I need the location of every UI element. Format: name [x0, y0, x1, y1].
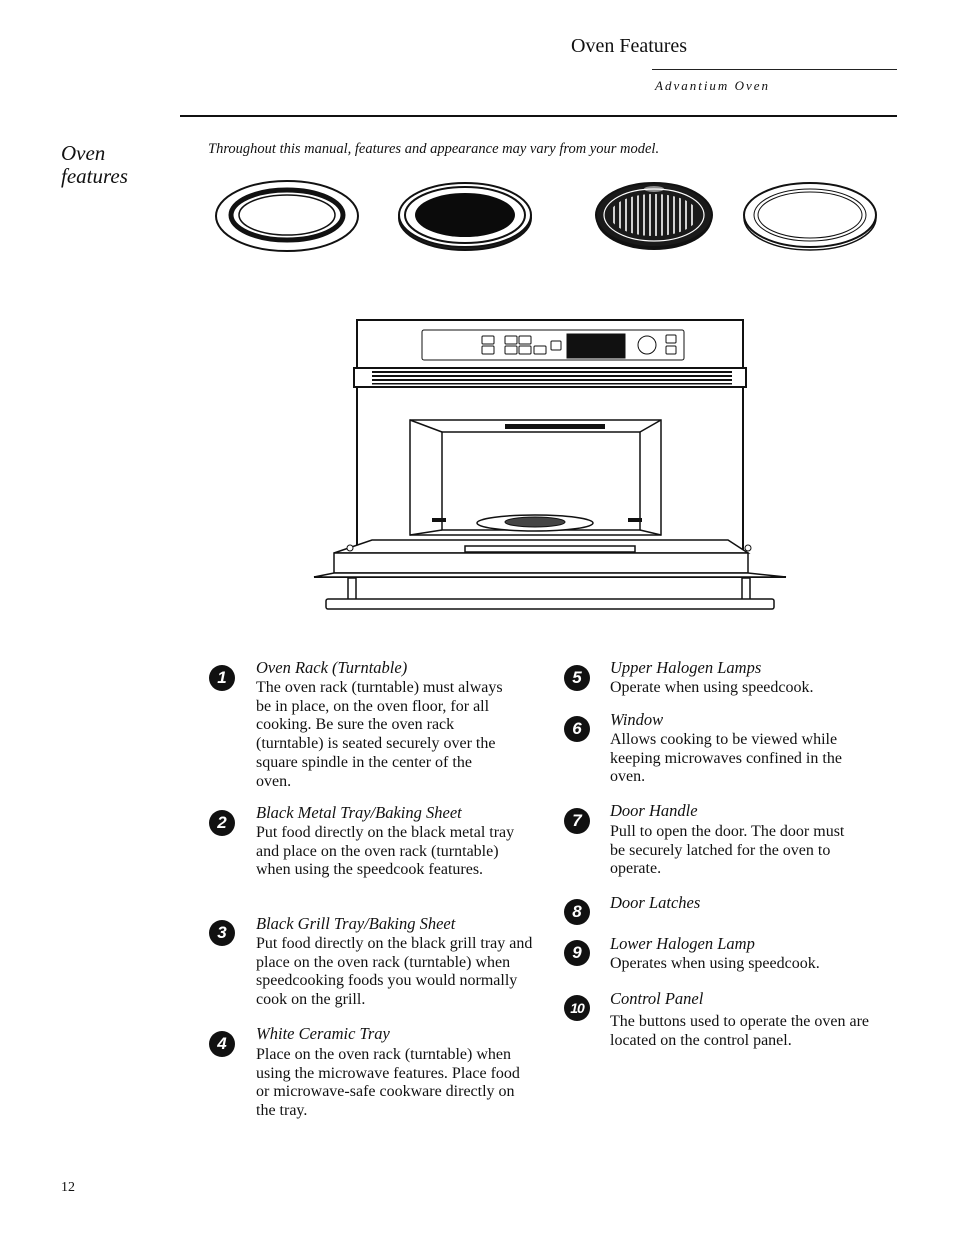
feature-title-door-handle: Door Handle [610, 801, 698, 820]
section-rule [180, 115, 897, 117]
feature-number-2: 2 [209, 810, 235, 836]
advantium-oven-diagram [313, 319, 787, 610]
feature-number-5: 5 [564, 665, 590, 691]
black-grill-tray-illustration [595, 182, 713, 250]
page-header-title: Oven Features [571, 35, 688, 57]
black-metal-tray-illustration [398, 182, 532, 251]
feature-title-door-latches: Door Latches [610, 893, 701, 912]
door-latch-left [346, 544, 354, 552]
oven-rack-turntable-illustration [215, 180, 359, 252]
feature-body-black-metal-tray: Put food directly on the black metal tra… [256, 824, 515, 879]
feature-body-oven-rack: The oven rack (turntable) must always be… [256, 679, 503, 790]
feature-title-oven-rack: Oven Rack (Turntable) [256, 658, 408, 677]
feature-title-upper-halogen-lamps: Upper Halogen Lamps [610, 658, 762, 677]
feature-title-lower-halogen-lamp: Lower Halogen Lamp [610, 934, 755, 953]
control-panel [421, 329, 685, 361]
feature-title-black-grill-tray: Black Grill Tray/Baking Sheet [256, 914, 456, 933]
feature-title-white-ceramic-tray: White Ceramic Tray [256, 1024, 390, 1043]
door-handle [325, 577, 775, 610]
feature-number-7: 7 [564, 808, 590, 834]
feature-body-window: Allows cooking to be viewed while keepin… [610, 731, 842, 786]
feature-number-6: 6 [564, 716, 590, 742]
white-ceramic-tray-illustration [743, 182, 877, 251]
feature-body-upper-halogen-lamps: Operate when using speedcook. [610, 679, 814, 696]
feature-number-8: 8 [564, 899, 590, 925]
intro-note: Throughout this manual, features and app… [208, 141, 660, 157]
feature-body-black-grill-tray: Put food directly on the black grill tra… [256, 935, 533, 1009]
feature-number-10: 10 [564, 995, 590, 1021]
feature-title-control-panel: Control Panel [610, 989, 704, 1008]
header-rule [652, 69, 897, 70]
feature-body-lower-halogen-lamp: Operates when using speedcook. [610, 955, 820, 972]
feature-number-4: 4 [209, 1031, 235, 1057]
upper-halogen-lamps [505, 424, 605, 429]
page-number: 12 [61, 1180, 75, 1195]
feature-body-door-handle: Pull to open the door. The door must be … [610, 823, 845, 878]
feature-body-white-ceramic-tray: Place on the oven rack (turntable) when … [256, 1046, 520, 1120]
feature-number-9: 9 [564, 940, 590, 966]
door-latch-right [744, 544, 752, 552]
oven-door [313, 539, 787, 578]
feature-number-1: 1 [209, 665, 235, 691]
feature-title-black-metal-tray: Black Metal Tray/Baking Sheet [256, 803, 462, 822]
feature-number-3: 3 [209, 920, 235, 946]
feature-body-control-panel: The buttons used to operate the oven are… [610, 1013, 870, 1049]
page-header-subtitle: Advantium Oven [655, 78, 771, 93]
section-title: Oven features [61, 141, 128, 188]
feature-title-window: Window [610, 710, 664, 729]
